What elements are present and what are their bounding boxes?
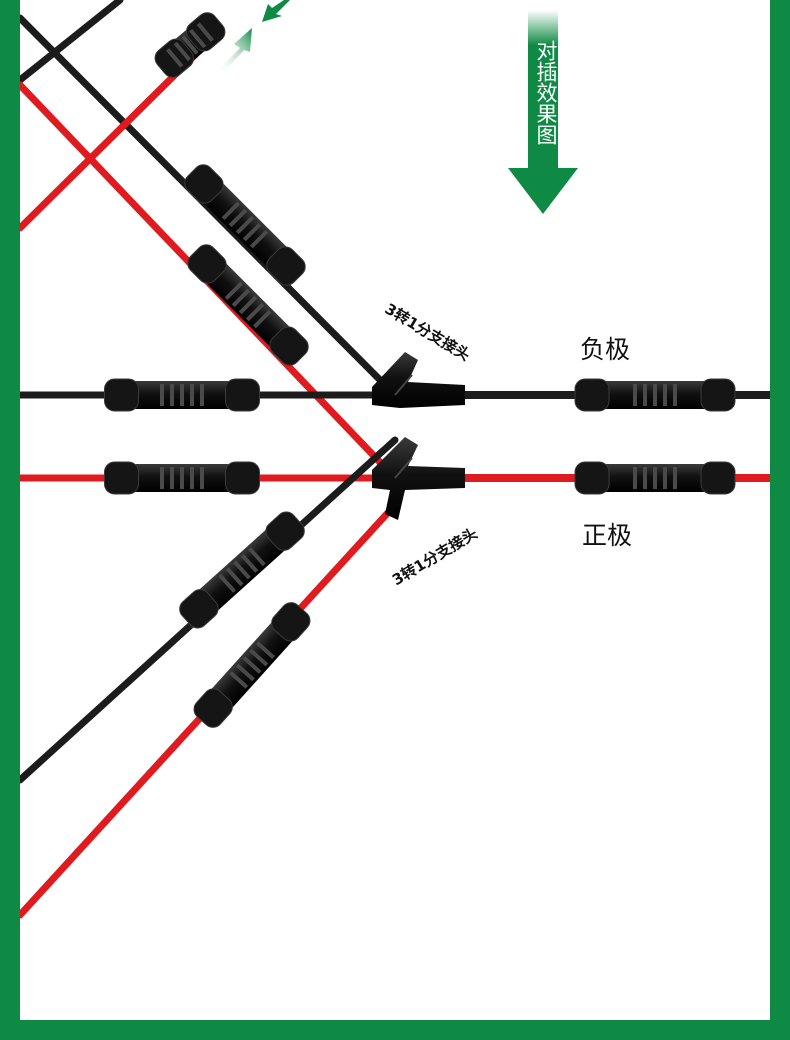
negative-pole-label: 负极: [580, 335, 631, 364]
insert-arrow-up-icon: [218, 28, 252, 74]
insert-arrow-down-icon: [262, 0, 290, 22]
red-cable-upper: [20, 46, 204, 232]
inline-connector: [574, 461, 736, 495]
inline-connector: [179, 511, 305, 629]
inline-connector: [154, 12, 226, 78]
black-cable-top-short: [20, 0, 124, 84]
inline-connector: [104, 461, 260, 495]
branch-connector-negative: [372, 352, 465, 408]
branch-connector-positive: [372, 437, 465, 520]
banner-title: 对插效果图: [534, 40, 558, 145]
banner-arrow-down-icon: [508, 168, 578, 214]
inline-connector: [184, 164, 306, 286]
banner-bar: [528, 10, 558, 170]
inline-connector: [193, 602, 311, 728]
positive-pole-label: 正极: [582, 521, 633, 550]
inline-connector: [104, 378, 260, 412]
inline-connector: [187, 244, 309, 366]
mc4-connectors: [104, 12, 736, 728]
inline-connector: [574, 378, 736, 412]
